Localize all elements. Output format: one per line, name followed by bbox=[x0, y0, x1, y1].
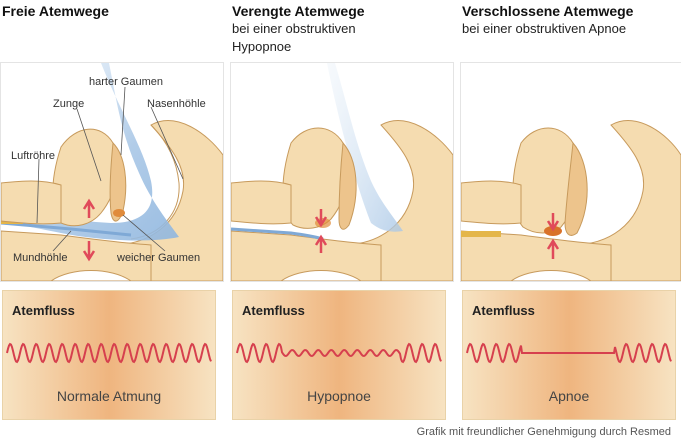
breathing-wave-hypopnea bbox=[236, 342, 442, 364]
flow-caption-hypopnea: Hypopnoe bbox=[307, 388, 371, 404]
flow-label-apnea: Atemfluss bbox=[472, 303, 535, 318]
label-oral-cavity: Mundhöhle bbox=[13, 252, 67, 264]
label-tongue: Zunge bbox=[53, 98, 84, 110]
jaw-bone bbox=[280, 270, 362, 281]
head-tissue bbox=[461, 120, 681, 281]
jaw-tissue bbox=[461, 180, 522, 225]
jaw-tissue bbox=[1, 180, 62, 225]
anatomy-panel-narrowed bbox=[230, 62, 454, 282]
airflow-stream bbox=[327, 63, 403, 232]
image-credit: Grafik mit freundlicher Genehmigung durc… bbox=[416, 426, 671, 438]
head-tissue bbox=[231, 120, 453, 281]
label-trachea: Luftröhre bbox=[11, 150, 55, 162]
flow-caption-apnea: Apnoe bbox=[548, 388, 590, 404]
label-nasal-cavity: Nasenhöhle bbox=[147, 98, 206, 110]
flow-background bbox=[3, 291, 215, 419]
flow-chart-normal bbox=[3, 291, 215, 419]
arrow-down bbox=[546, 213, 560, 232]
column-title-closed: Verschlossene Atemwege bbox=[462, 3, 634, 19]
trachea-airway bbox=[1, 221, 132, 237]
column-title-free: Freie Atemwege bbox=[2, 3, 109, 19]
tongue-tissue bbox=[52, 128, 119, 227]
column-title-narrowed: Verengte Atemwege bbox=[232, 3, 365, 19]
leader-lines bbox=[36, 86, 184, 252]
flow-chart-hypopnea bbox=[233, 291, 445, 419]
flow-background bbox=[463, 291, 675, 419]
throat-tissue bbox=[231, 230, 382, 281]
jaw-tissue bbox=[231, 180, 292, 225]
flow-panel-hypopnea: Atemfluss Hypopnoe bbox=[232, 290, 446, 420]
arrow-down bbox=[82, 241, 96, 262]
arrow-up bbox=[82, 198, 96, 218]
anatomy-illustration-narrowed bbox=[231, 63, 453, 281]
flow-panel-apnea: Atemfluss Apnoe bbox=[462, 290, 676, 420]
column-subtitle-narrowed-2: Hypopnoe bbox=[232, 39, 292, 54]
soft-palate-tissue bbox=[338, 141, 357, 230]
flow-chart-apnea bbox=[463, 291, 675, 419]
column-subtitle-closed-1: bei einer obstruktiven Apnoe bbox=[462, 21, 627, 36]
flow-label-normal: Atemfluss bbox=[12, 303, 75, 318]
anatomy-illustration-closed bbox=[461, 120, 681, 281]
breathing-wave-apnea bbox=[466, 342, 672, 364]
arrow-up bbox=[314, 234, 328, 253]
column-subtitle-narrowed-1: bei einer obstruktiven bbox=[232, 21, 356, 36]
label-hard-palate: harter Gaumen bbox=[89, 76, 163, 88]
soft-palate-highlight bbox=[113, 209, 125, 217]
arrow-down bbox=[314, 209, 328, 228]
trachea-rings bbox=[461, 231, 501, 237]
flow-label-hypopnea: Atemfluss bbox=[242, 303, 305, 318]
jaw-bone bbox=[510, 270, 592, 281]
flow-caption-normal: Normale Atmung bbox=[56, 388, 162, 404]
breathing-wave-normal bbox=[6, 342, 212, 364]
soft-palate-tissue bbox=[564, 141, 588, 236]
soft-palate-tissue bbox=[109, 141, 127, 222]
jaw-bone bbox=[50, 270, 132, 281]
anatomy-panel-free: harter Gaumen Zunge Nasenhöhle Luftröhre… bbox=[0, 62, 224, 282]
anatomy-panel-closed bbox=[460, 62, 681, 282]
label-soft-palate: weicher Gaumen bbox=[116, 252, 200, 264]
flow-panel-normal: Atemfluss Normale Atmung bbox=[2, 290, 216, 420]
arrow-up bbox=[546, 238, 560, 259]
throat-tissue bbox=[461, 230, 612, 281]
anatomy-illustration-free: harter Gaumen Zunge Nasenhöhle Luftröhre… bbox=[1, 63, 223, 281]
